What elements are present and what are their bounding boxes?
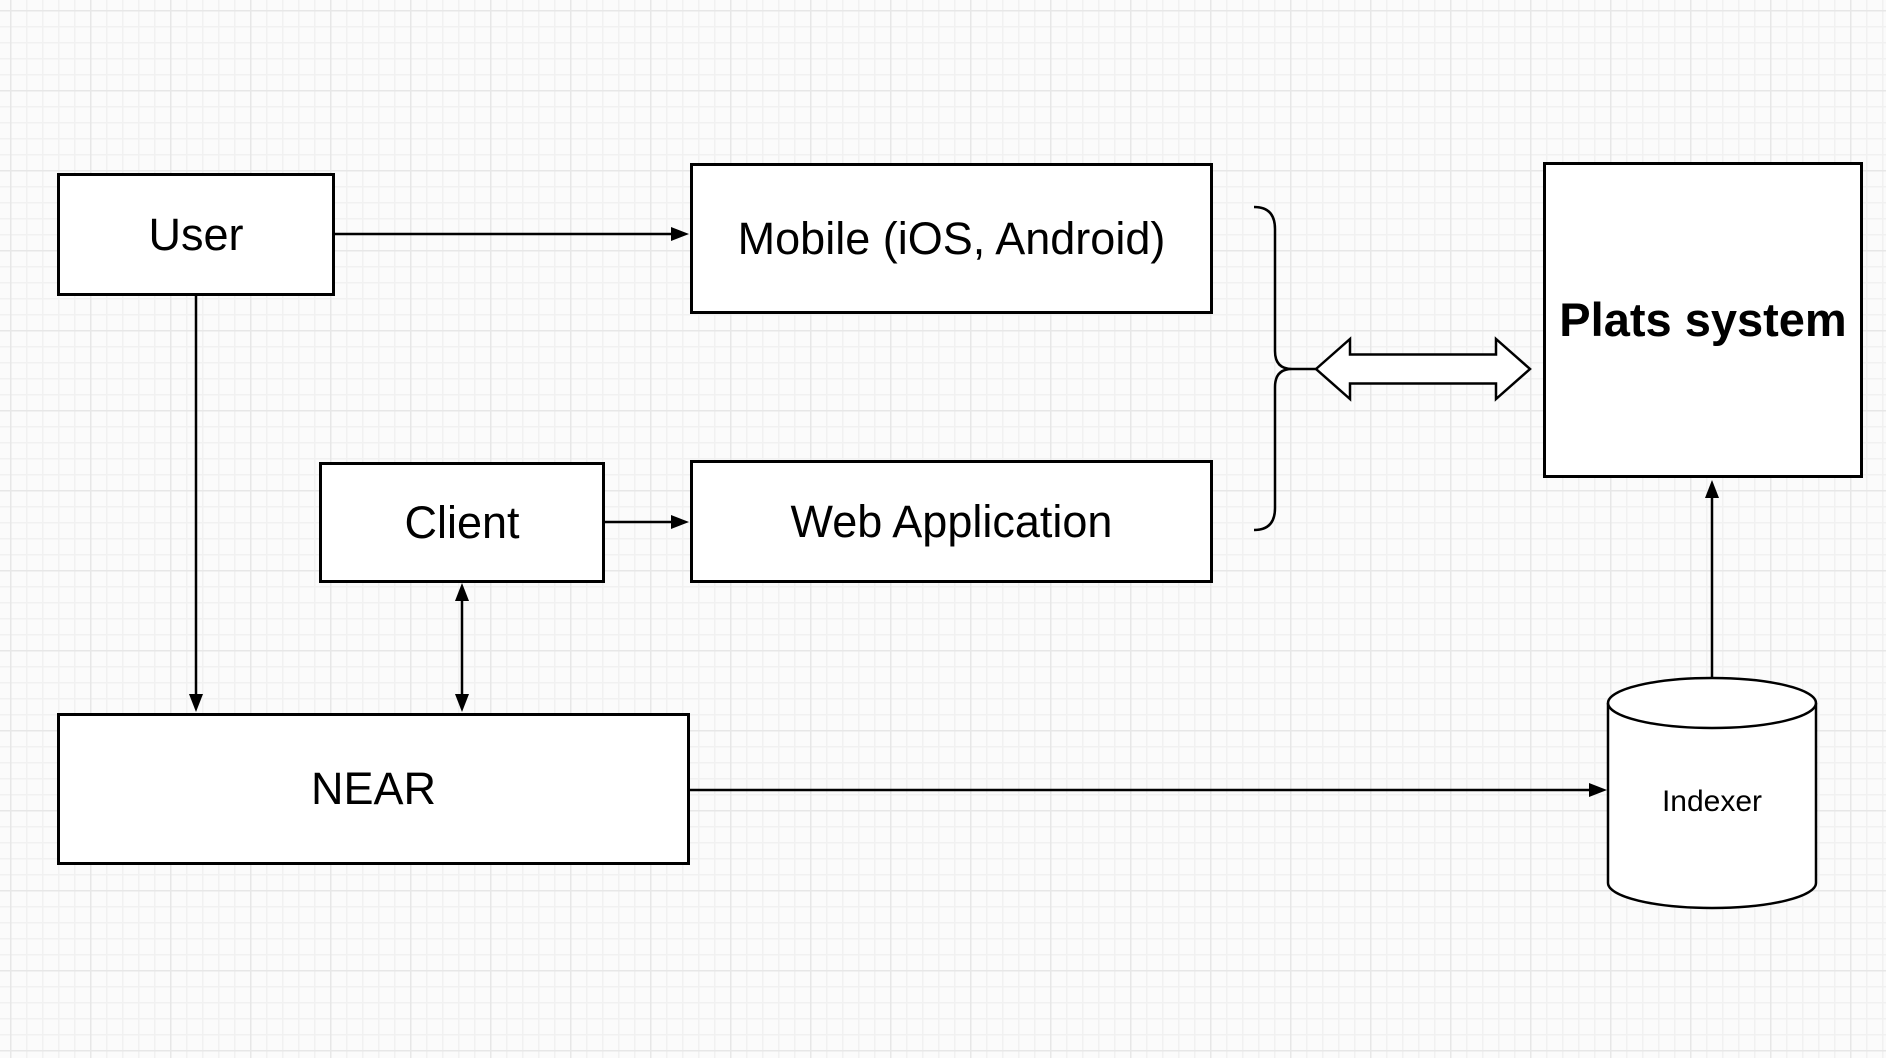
- node-near-label: NEAR: [310, 763, 437, 815]
- arrowhead-down-icon: [189, 694, 203, 712]
- arrowhead-up-icon: [455, 583, 469, 601]
- edge-indexer-to-plats-system: [1705, 480, 1719, 677]
- node-client-label: Client: [404, 496, 520, 548]
- node-near: NEAR: [57, 713, 690, 865]
- edge-client-near-bidirectional: [455, 583, 469, 712]
- edge-user-to-near: [189, 296, 203, 712]
- node-plats-system: Plats system: [1543, 162, 1863, 478]
- node-client: Client: [319, 462, 605, 583]
- arrowhead-right-icon: [1589, 783, 1607, 797]
- arrowhead-up-icon: [1705, 480, 1719, 498]
- arrowhead-right-icon: [671, 515, 689, 529]
- node-plats-system-label: Plats system: [1559, 293, 1847, 347]
- edge-near-to-indexer: [690, 783, 1607, 797]
- arrowhead-right-icon: [671, 227, 689, 241]
- node-user-label: User: [148, 208, 244, 260]
- node-mobile-label: Mobile (iOS, Android): [737, 212, 1166, 264]
- node-mobile: Mobile (iOS, Android): [690, 163, 1213, 314]
- node-web-application-label: Web Application: [790, 495, 1113, 547]
- arrowhead-down-icon: [455, 694, 469, 712]
- indexer-cylinder: [1606, 676, 1818, 910]
- edge-client-to-web-application: [605, 515, 689, 529]
- node-indexer-label: Indexer: [1661, 785, 1763, 818]
- group-brace: [1253, 205, 1293, 532]
- node-web-application: Web Application: [690, 460, 1213, 583]
- edge-user-to-mobile: [335, 227, 689, 241]
- bidirectional-open-arrow-icon: [1314, 336, 1532, 402]
- node-user: User: [57, 173, 335, 296]
